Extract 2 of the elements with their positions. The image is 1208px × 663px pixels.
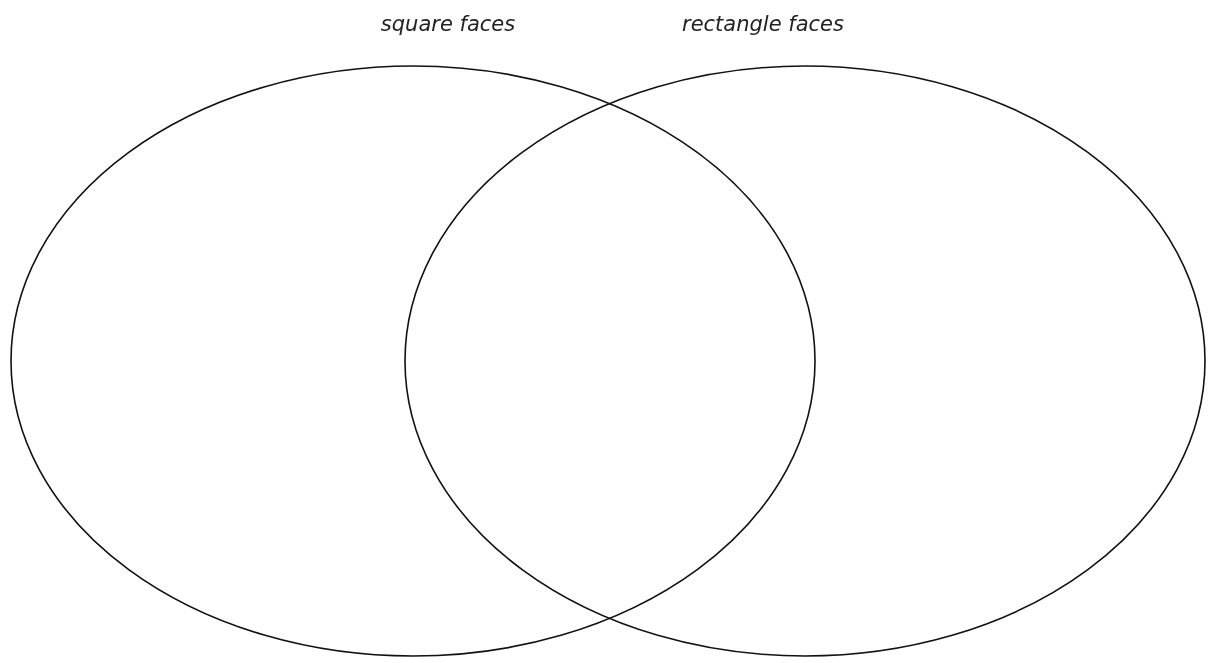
- set-label: rectangle faces: [682, 11, 844, 38]
- set-label: square faces: [380, 11, 516, 38]
